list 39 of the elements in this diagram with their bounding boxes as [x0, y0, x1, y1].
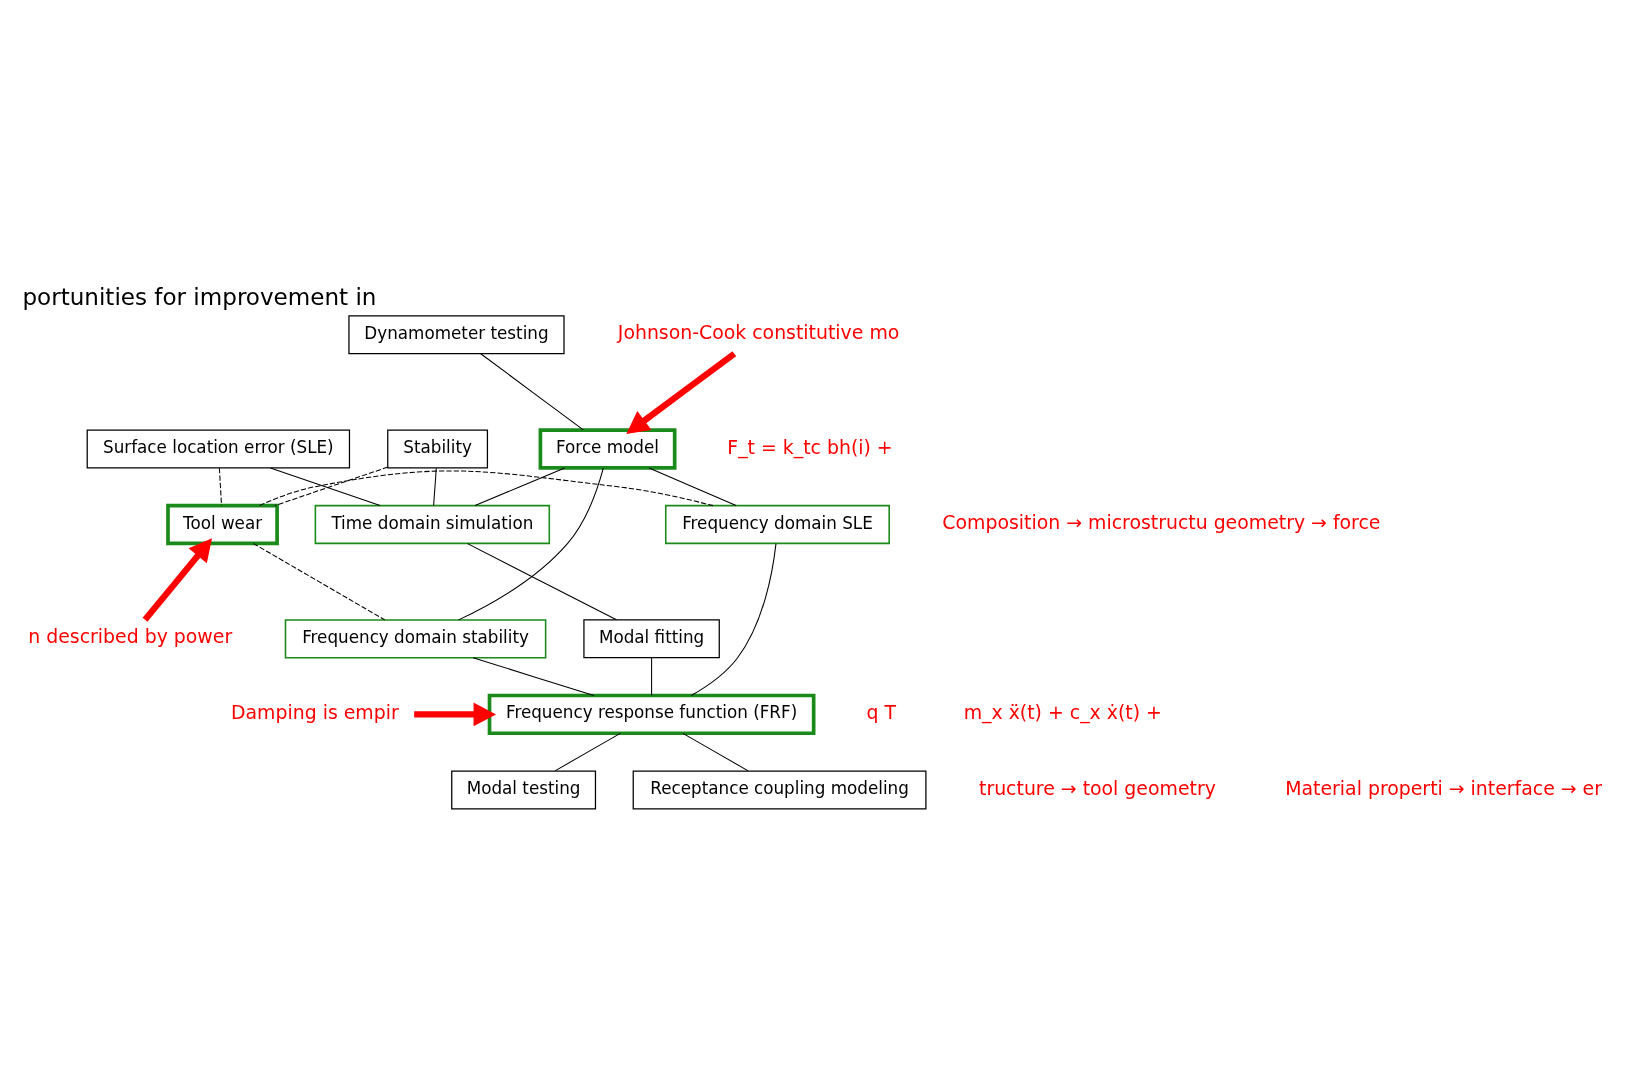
label: tructure → tool geometry: [978, 776, 1216, 799]
connector: [690, 543, 777, 696]
connector: [648, 467, 737, 507]
node-box: Modal fitting: [583, 619, 720, 659]
label: Composition → microstructu geometry → force: [942, 511, 1381, 534]
connector: [472, 657, 595, 696]
connector: [458, 467, 604, 621]
connector: [651, 657, 653, 696]
node-box: Surface location error (SLE): [86, 429, 351, 469]
arrow: [142, 538, 212, 622]
diagram-title: portunities for improvement in: [22, 283, 377, 310]
connector: [467, 543, 617, 621]
node-text: Damping is empir: [231, 701, 399, 724]
connector: [259, 470, 714, 507]
arrow: [626, 351, 737, 434]
node-box: Receptance coupling modeling: [632, 770, 927, 810]
node-text: n described by power: [28, 625, 233, 648]
label: Material properti → interface → er: [1285, 776, 1602, 799]
connector: [474, 467, 566, 507]
connector: [480, 353, 584, 431]
connector: [253, 543, 386, 621]
node-box: Time domain simulation: [314, 504, 551, 545]
label: m_x ẍ(t) + c_x ẋ(t) +: [963, 701, 1162, 724]
node-text: Johnson-Cook constitutive mo: [617, 321, 900, 344]
connector: [554, 732, 621, 772]
arrow: [414, 702, 497, 727]
node-box: Modal testing: [451, 770, 597, 810]
node-box: Stability: [387, 429, 489, 469]
node-box: Frequency domain SLE: [664, 504, 890, 545]
label: F_t = k_tc bh(i) +: [727, 435, 893, 458]
node-box: Force model: [538, 428, 677, 470]
connector: [682, 732, 749, 772]
node-box: Frequency response function (FRF): [487, 693, 816, 736]
connector: [433, 467, 437, 507]
label: q T: [866, 701, 897, 724]
node-box: Tool wear: [166, 503, 279, 546]
node-box: Frequency domain stability: [284, 619, 547, 659]
node-box: Dynamometer testing: [348, 315, 565, 355]
connector: [218, 467, 223, 507]
